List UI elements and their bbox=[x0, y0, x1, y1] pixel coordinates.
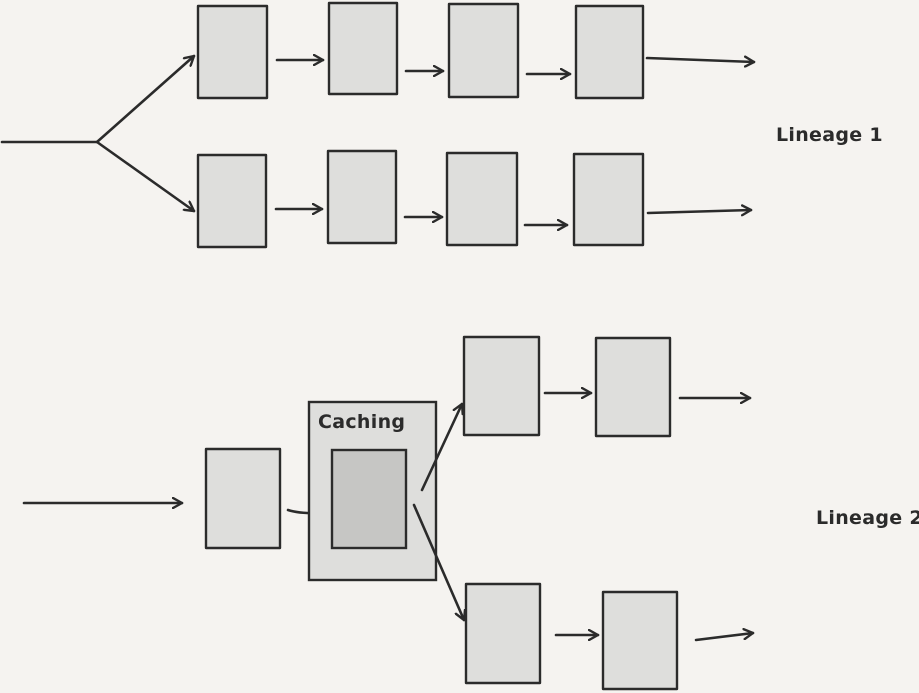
lineage-1-bottom-output-edge bbox=[646, 210, 753, 213]
lineage-2-bottom-stage-2 bbox=[601, 590, 679, 691]
lineage-1-bottom-stage-4 bbox=[572, 152, 645, 247]
lineage-2-top-stage-2 bbox=[594, 336, 672, 438]
caching-frame bbox=[307, 400, 438, 582]
lineage-1-bottom-stage-1 bbox=[196, 153, 268, 249]
lineage-1-group bbox=[0, 1, 756, 249]
lineage-2-bottom-output-edge bbox=[694, 633, 755, 642]
lineage-2-label: Lineage 2 bbox=[816, 507, 919, 529]
lineage-1-split-top-edge bbox=[95, 54, 196, 144]
lineage-1-top-stage-4 bbox=[574, 4, 645, 100]
lineage-1-bottom-stage-2 bbox=[326, 149, 398, 245]
cached-stage bbox=[330, 448, 408, 550]
lineage-1-split-bottom-edge bbox=[95, 140, 196, 213]
lineage-2-bottom-stage-1 bbox=[464, 582, 542, 685]
lineage-2-branch-bottom-edge bbox=[412, 503, 464, 622]
lineage-1-bottom-stage-3 bbox=[445, 151, 519, 247]
lineage-1-top-stage-2 bbox=[327, 1, 399, 96]
lineage-1-top-stage-3 bbox=[447, 2, 520, 99]
caching-label: Caching bbox=[318, 411, 406, 433]
lineage-2-stage-1 bbox=[204, 447, 282, 550]
lineage-1-top-stage-1 bbox=[196, 4, 269, 100]
lineage-2-group bbox=[22, 335, 755, 691]
lineage-1-top-output-edge bbox=[645, 58, 756, 62]
lineage-2-branch-top-edge bbox=[420, 402, 462, 492]
lineage-2-top-stage-1 bbox=[462, 335, 541, 437]
lineage-1-label: Lineage 1 bbox=[776, 124, 883, 146]
